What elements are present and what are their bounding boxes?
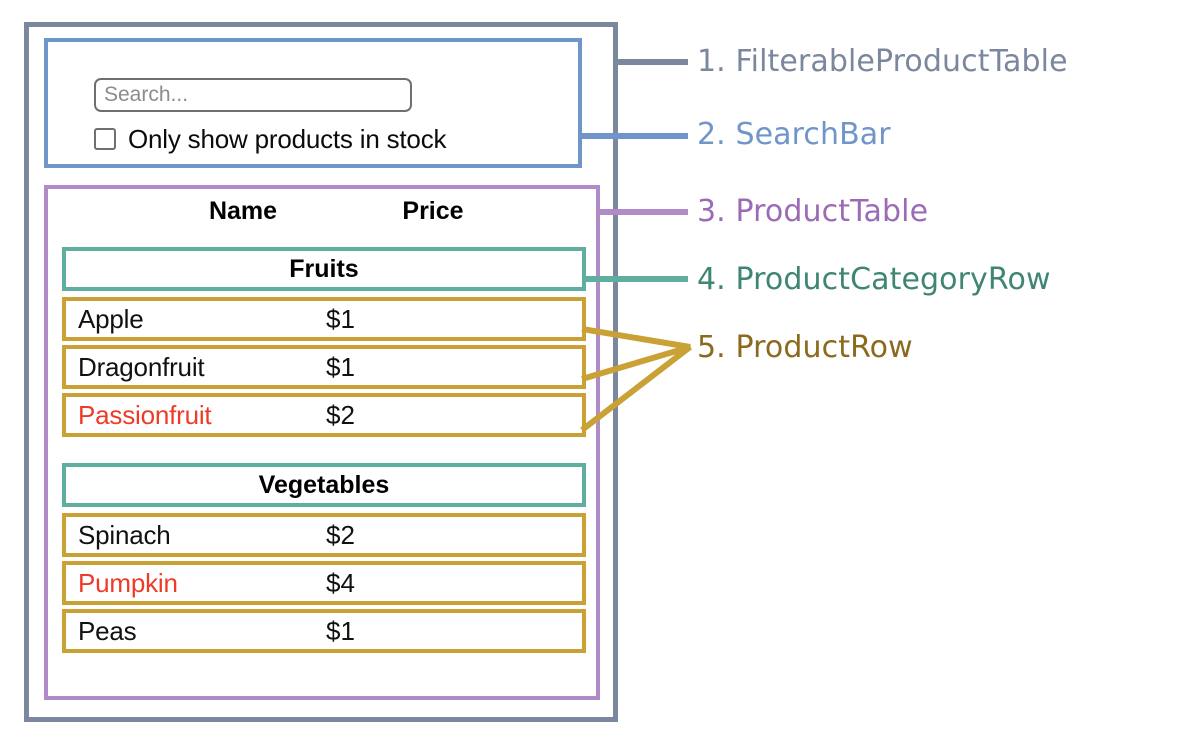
product-name: Dragonfruit — [78, 351, 205, 382]
product-row[interactable]: Spinach $2 — [62, 513, 586, 557]
product-category-row: Fruits — [62, 247, 586, 291]
annotation-label-product-category-row: 4. ProductCategoryRow — [697, 262, 1051, 297]
product-price: $1 — [326, 351, 355, 382]
only-in-stock-checkbox[interactable] — [94, 128, 116, 150]
product-table-header: Name Price — [48, 197, 596, 237]
product-price: $4 — [326, 567, 355, 598]
product-price: $2 — [326, 399, 355, 430]
product-row[interactable]: Pumpkin $4 — [62, 561, 586, 605]
product-table: Name Price Fruits Apple $1 Dragonfruit $… — [44, 185, 600, 700]
product-name: Spinach — [78, 519, 171, 550]
product-row[interactable]: Apple $1 — [62, 297, 586, 341]
product-name: Peas — [78, 615, 137, 646]
annotation-label-search-bar: 2. SearchBar — [697, 117, 891, 152]
search-bar: Only show products in stock — [44, 38, 582, 168]
product-name: Passionfruit — [78, 399, 212, 430]
product-row[interactable]: Passionfruit $2 — [62, 393, 586, 437]
product-name: Pumpkin — [78, 567, 178, 598]
product-price: $1 — [326, 303, 355, 334]
stock-filter-row[interactable]: Only show products in stock — [94, 122, 446, 156]
annotation-label-filterable-product-table: 1. FilterableProductTable — [697, 44, 1068, 79]
only-in-stock-label: Only show products in stock — [128, 123, 447, 154]
product-name: Apple — [78, 303, 144, 334]
column-header-price: Price — [402, 197, 464, 225]
product-row[interactable]: Dragonfruit $1 — [62, 345, 586, 389]
annotation-label-product-row: 5. ProductRow — [697, 330, 913, 365]
column-header-name: Name — [208, 197, 278, 225]
product-price: $1 — [326, 615, 355, 646]
search-input[interactable] — [94, 78, 412, 112]
product-category-row: Vegetables — [62, 463, 586, 507]
group-spacer — [62, 441, 586, 463]
product-row[interactable]: Peas $1 — [62, 609, 586, 653]
product-price: $2 — [326, 519, 355, 550]
product-table-body: Fruits Apple $1 Dragonfruit $1 Passionfr… — [62, 247, 586, 657]
annotation-label-product-table: 3. ProductTable — [697, 194, 929, 229]
